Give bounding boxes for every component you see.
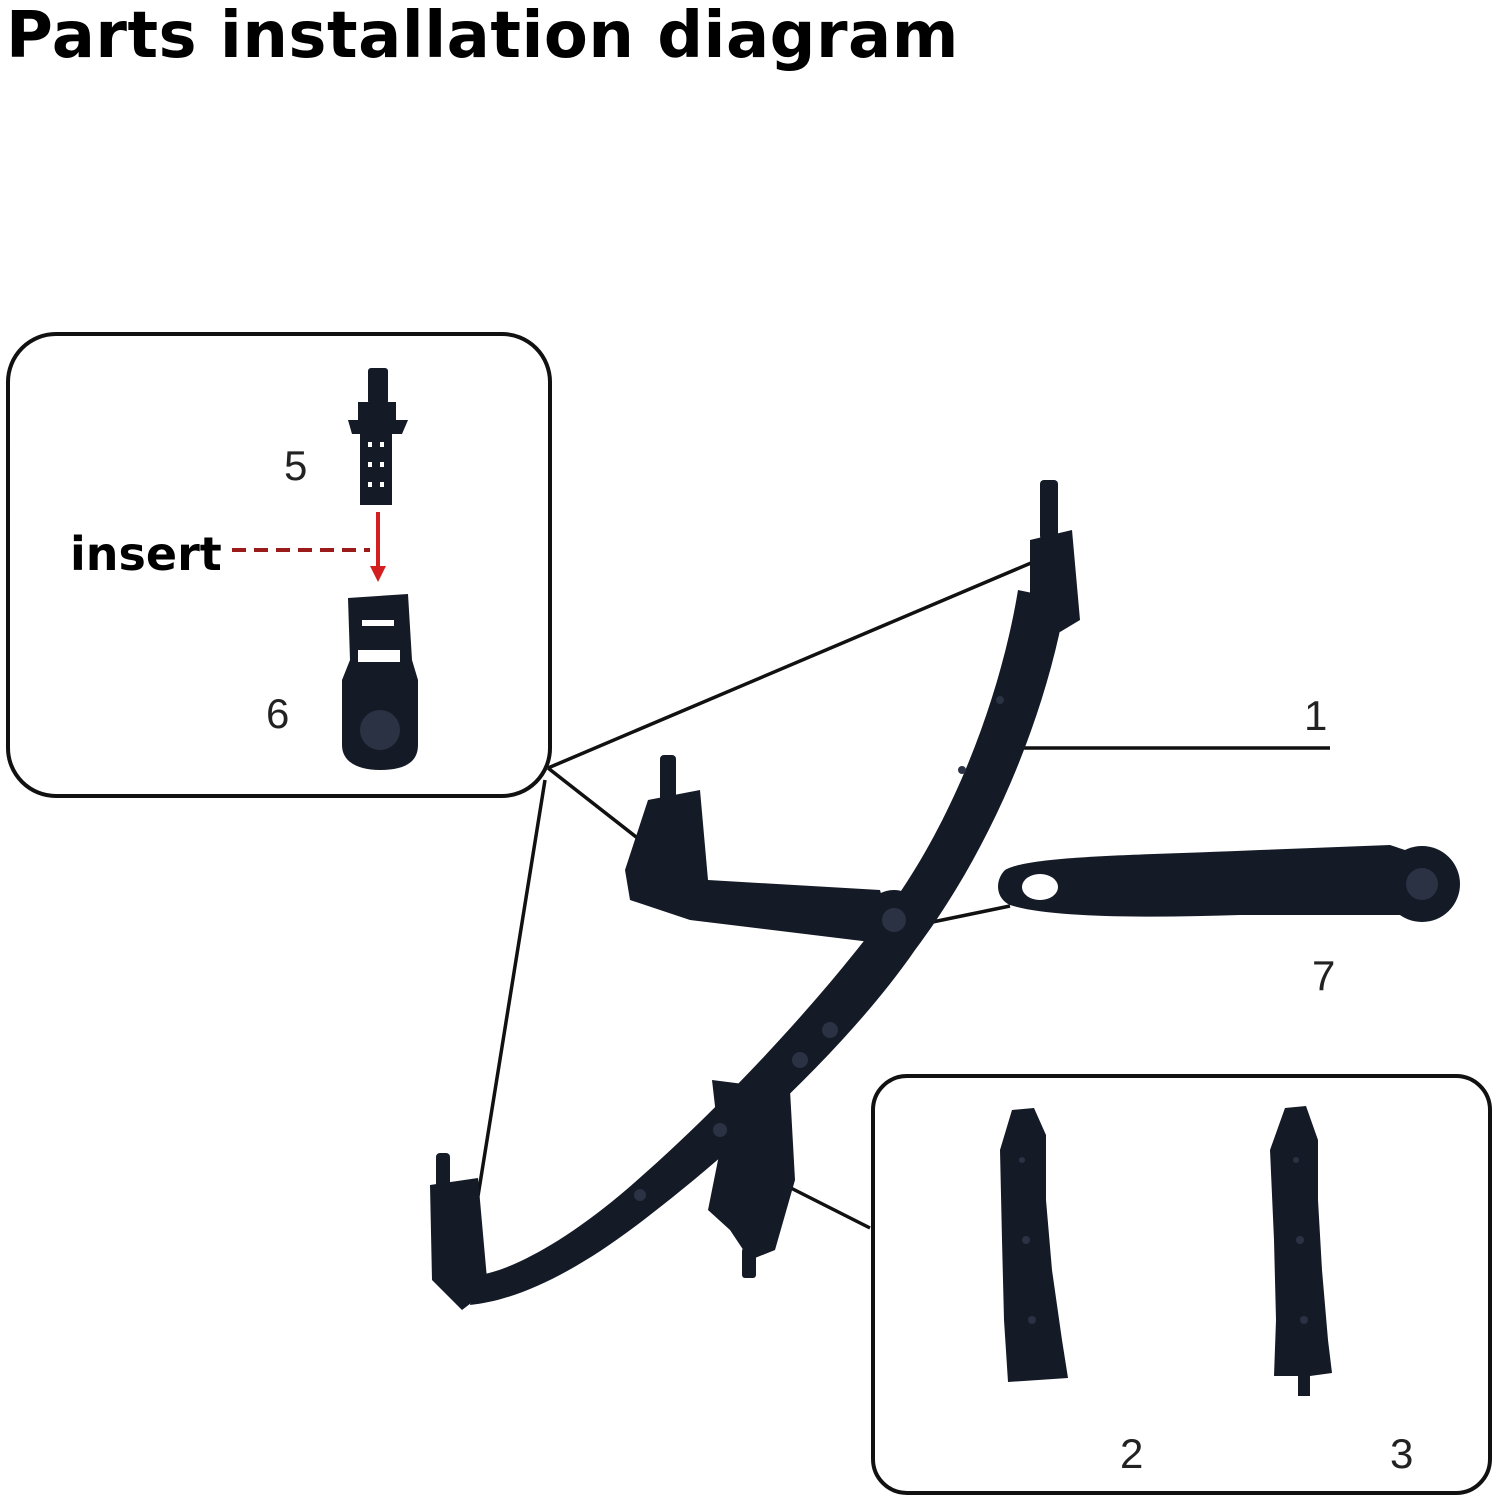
- label-part-5: 5: [284, 442, 307, 489]
- label-part-3: 3: [1390, 1430, 1413, 1477]
- arm-part-7: [998, 845, 1460, 922]
- bracket-part-2: [1000, 1108, 1068, 1382]
- pin-part-5: [348, 368, 408, 505]
- page-title: Parts installation diagram: [6, 0, 959, 73]
- detail-frame-top-left: [6, 332, 552, 798]
- insert-label: insert: [70, 527, 222, 581]
- label-part-7: 7: [1312, 952, 1335, 999]
- label-part-1: 1: [1304, 692, 1327, 739]
- main-bow-holes: [634, 696, 1004, 1201]
- label-part-6: 6: [266, 690, 289, 737]
- label-part-2: 2: [1120, 1430, 1143, 1477]
- main-bow-part: [430, 480, 1080, 1310]
- insert-arrow: [232, 512, 386, 582]
- socket-part-6: [342, 594, 418, 770]
- bracket-part-3: [1270, 1106, 1332, 1396]
- detail-frame-bottom-right: [871, 1074, 1492, 1495]
